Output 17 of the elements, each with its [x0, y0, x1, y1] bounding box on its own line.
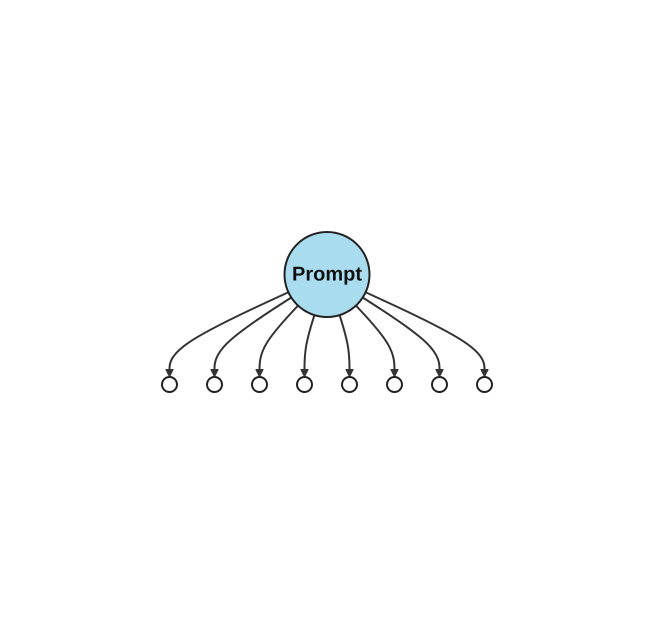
- arrow: [164, 290, 288, 377]
- arrow: [254, 304, 298, 377]
- arrow: [210, 296, 292, 377]
- node-circle: [160, 376, 178, 392]
- arrow: [362, 296, 444, 377]
- node-circle: Prompt: [283, 230, 370, 318]
- node-circle: [340, 376, 358, 392]
- node-circle: [430, 376, 448, 392]
- node-circle: [206, 376, 222, 392]
- arrow: [364, 290, 488, 377]
- arrow: [354, 304, 398, 377]
- arrow: [338, 314, 354, 377]
- node-circle: [250, 376, 268, 392]
- node-circle: [296, 376, 312, 392]
- node-circle: [476, 376, 492, 392]
- node-circle: [386, 376, 402, 392]
- arrow: [300, 314, 315, 377]
